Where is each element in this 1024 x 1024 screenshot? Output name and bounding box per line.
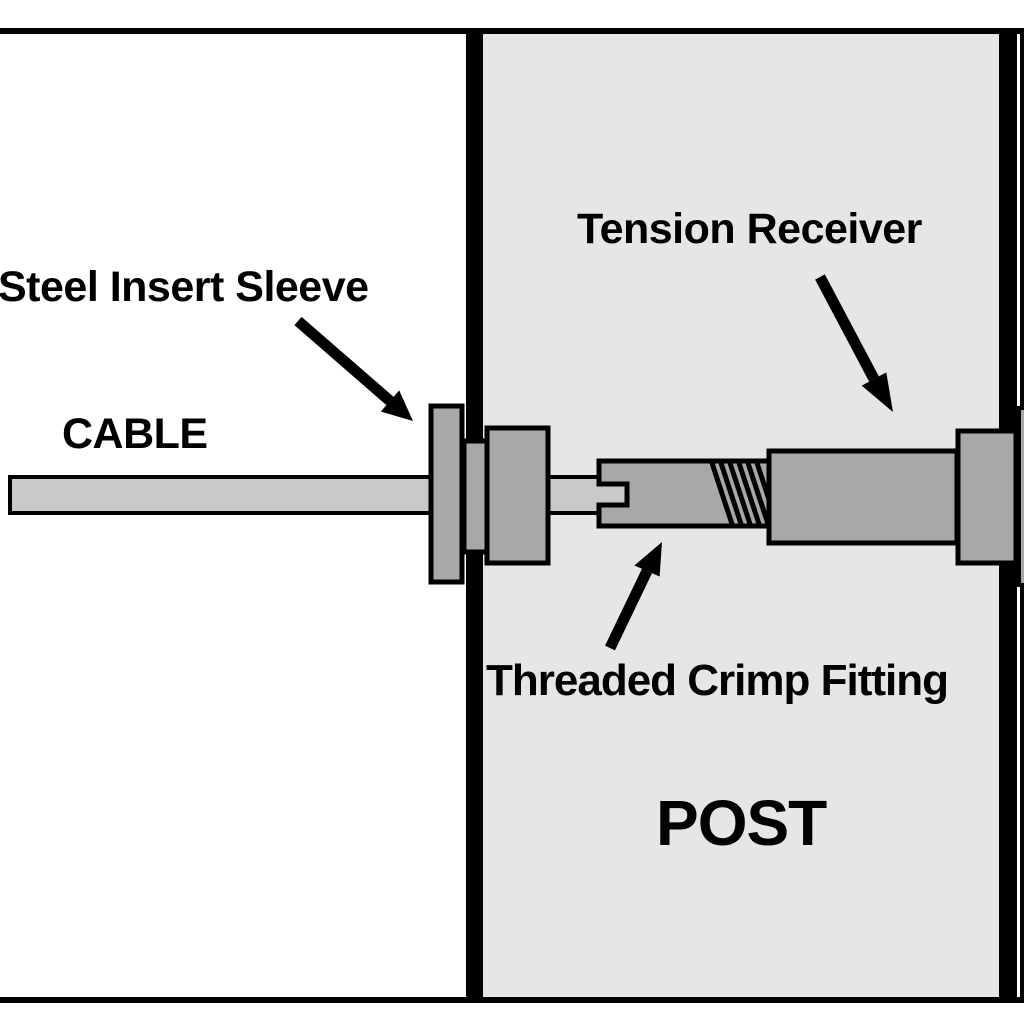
arrow-head bbox=[861, 372, 893, 412]
thread-hatch-line bbox=[718, 462, 744, 525]
steel-insert-sleeve-label: Steel Insert Sleeve bbox=[0, 263, 369, 311]
steel-insert-sleeve-arrow bbox=[294, 316, 413, 421]
threaded-crimp-fitting-shape bbox=[596, 458, 773, 529]
arrow-shaft bbox=[294, 316, 394, 406]
thread-hatch-line bbox=[736, 462, 762, 525]
steel-insert-sleeve-shape bbox=[428, 403, 465, 585]
end-nut-shape bbox=[955, 428, 1019, 566]
arrow-head bbox=[380, 390, 413, 421]
edge-fitting-sliver-shape bbox=[1017, 406, 1024, 587]
thread-hatch-line bbox=[709, 462, 735, 525]
thread-hatch-line bbox=[745, 462, 771, 525]
threaded-crimp-fitting-label: Threaded Crimp Fitting bbox=[486, 656, 949, 705]
tension-receiver-arrow bbox=[815, 274, 893, 412]
crimp-collar-shape bbox=[484, 425, 551, 566]
threaded-crimp-fitting-arrow bbox=[605, 542, 662, 651]
wall-bushing-shape bbox=[461, 438, 490, 555]
arrow-shaft bbox=[605, 568, 652, 651]
arrow-shaft bbox=[815, 274, 879, 382]
cable-label: CABLE bbox=[62, 410, 208, 458]
tension-receiver-label: Tension Receiver bbox=[577, 205, 922, 253]
post-label: POST bbox=[656, 787, 827, 859]
thread-hatch-line bbox=[727, 462, 753, 525]
tension-receiver-shape bbox=[766, 448, 960, 546]
arrow-head bbox=[634, 542, 662, 577]
